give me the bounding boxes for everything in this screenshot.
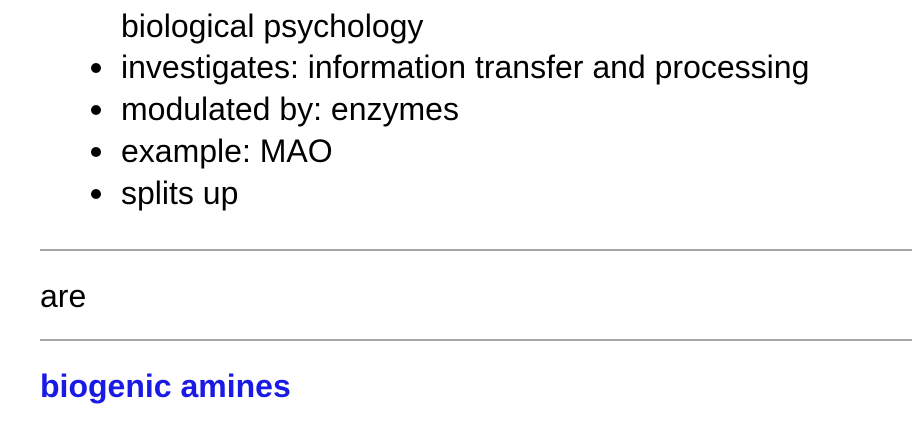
list-item: splits up [91,172,809,214]
list-item-text: example: MAO [121,133,333,169]
list-item-text: investigates: information transfer and p… [121,49,810,85]
relation-label: are [40,278,87,314]
list-item: modulated by: enzymes [91,88,809,130]
list-item-text: splits up [121,175,239,211]
continued-text: biological psychology [121,8,424,44]
bullet-icon [91,105,101,115]
list-item: investigates: information transfer and p… [91,46,810,88]
bullet-icon [91,147,101,157]
concept-link[interactable]: biogenic amines [40,368,291,404]
list-item: example: MAO [91,130,809,172]
bullet-icon [91,63,101,73]
list-item-text: modulated by: enzymes [121,91,459,127]
divider-bottom [40,339,912,341]
bullet-icon [91,189,101,199]
bullet-list: investigates: information transfer and p… [91,46,810,214]
divider-top [40,249,912,251]
